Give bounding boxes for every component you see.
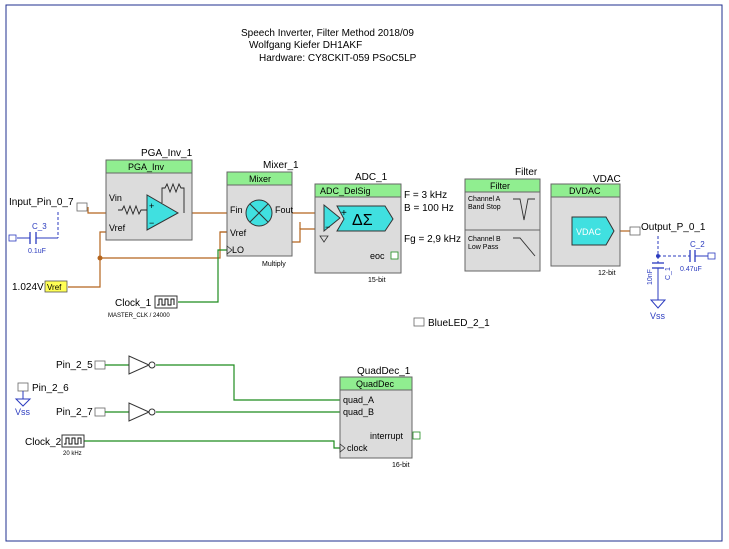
c3-name: C_3: [32, 222, 47, 231]
pga-title: PGA_Inv: [128, 162, 165, 172]
filter-chb-line2: Low Pass: [468, 244, 499, 251]
adc-bits: 15-bit: [368, 277, 386, 284]
c2-terminal: [707, 252, 716, 260]
mixer-instance-name: Mixer_1: [263, 160, 299, 171]
quaddec-instance-name: QuadDec_1: [357, 366, 411, 377]
adc-eoc-label: eoc: [370, 251, 385, 261]
clock-wave-icon: [64, 437, 82, 445]
param-fg: Fg = 2,9 kHz: [404, 234, 461, 245]
quaddec-title: QuadDec: [356, 379, 395, 389]
title-line-1: Speech Inverter, Filter Method 2018/09: [241, 28, 414, 39]
blueled-pin-icon[interactable]: [413, 317, 425, 327]
input-pin-label: Input_Pin_0_7: [9, 197, 74, 208]
dac-icon: [571, 216, 615, 246]
lowpass-icon: [513, 237, 536, 257]
mixer-mode: Multiply: [262, 261, 286, 268]
adc-title: ADC_DelSig: [320, 186, 371, 196]
pga-plus: +: [149, 201, 154, 211]
pga-minus: −: [149, 218, 154, 228]
vdac-inner-label: VDAC: [576, 227, 602, 237]
filter-chb-line1: Channel B: [468, 236, 501, 243]
blueled-label: BlueLED_2_1: [428, 318, 490, 329]
output-pin-icon[interactable]: [629, 226, 641, 236]
resistor-icon: [118, 182, 185, 216]
input-pin-icon[interactable]: [76, 202, 88, 212]
adc-ground-icon: [319, 235, 329, 243]
pga-vref-label: Vref: [109, 223, 126, 233]
filter-cha-line1: Channel A: [468, 196, 501, 203]
pin25-label: Pin_2_5: [56, 360, 93, 371]
vdac-bits: 12-bit: [598, 270, 616, 277]
pin27-label: Pin_2_7: [56, 407, 93, 418]
param-b: B = 100 Hz: [404, 203, 454, 214]
vref-voltage: 1.024V: [12, 282, 44, 293]
filter-cha-line2: Band Stop: [468, 204, 501, 211]
quaddec-qb-label: quad_B: [343, 407, 374, 417]
pin26-icon[interactable]: [17, 382, 29, 392]
bandstop-icon: [513, 198, 535, 221]
mixer-lo-label: LO: [232, 245, 244, 255]
pin26-label: Pin_2_6: [32, 383, 69, 394]
vref-source[interactable]: [44, 280, 68, 293]
filter-instance-name: Filter: [515, 167, 538, 178]
quaddec-clock-label: clock: [347, 443, 368, 453]
filter-block[interactable]: [464, 178, 541, 272]
opamp-icon: [146, 194, 180, 231]
clock-pin-icon: [339, 443, 346, 453]
c1-name: C_1: [665, 267, 672, 280]
quaddec-interrupt-label: interrupt: [370, 431, 404, 441]
pin25-icon[interactable]: [94, 360, 106, 370]
junction-dot: [97, 255, 103, 261]
adc-instance-name: ADC_1: [355, 172, 388, 183]
inverter-icon: [128, 402, 151, 422]
digital-wires: [84, 249, 340, 449]
pga-vin-label: Vin: [109, 193, 122, 203]
title-line-2: Wolfgang Kiefer DH1AKF: [249, 40, 362, 51]
c3-value: 0.1uF: [28, 248, 46, 255]
output-pin-label: Output_P_0_1: [641, 222, 706, 233]
vss-label: Vss: [650, 311, 666, 321]
c1-value: 10nF: [647, 269, 654, 285]
inverter-icon: [128, 355, 151, 375]
adc-plus: +: [341, 208, 347, 219]
c2-name: C_2: [690, 240, 705, 249]
c2-value: 0.47uF: [680, 266, 702, 273]
adc-symbol: ΔΣ: [352, 212, 373, 229]
vss-symbol-2: [14, 398, 32, 407]
param-f: F = 3 kHz: [404, 190, 447, 201]
clock1-label: Clock_1: [115, 298, 152, 309]
vref-source-label: Vref: [47, 283, 62, 292]
vdac-title: DVDAC: [569, 186, 601, 196]
vdac-instance-name: VDAC: [593, 174, 621, 185]
adc-minus: −: [325, 222, 330, 232]
mixer-vref-label: Vref: [230, 228, 247, 238]
clock2-label: Clock_2: [25, 437, 62, 448]
adc-input-icon: [323, 203, 341, 233]
mixer-fin-label: Fin: [230, 205, 243, 215]
clock2-sub: 20 kHz: [63, 451, 82, 457]
mixer-title: Mixer: [249, 174, 271, 184]
vss-label-2: Vss: [15, 407, 31, 417]
clock-wave-icon: [157, 298, 175, 306]
page-frame: [5, 4, 723, 542]
mixer-fout-label: Fout: [275, 205, 294, 215]
pin27-icon[interactable]: [94, 407, 106, 417]
adc-eoc-terminal[interactable]: [390, 251, 399, 260]
quaddec-interrupt-terminal[interactable]: [412, 431, 421, 440]
vss-symbol: [649, 299, 667, 309]
c3-terminal: [8, 234, 17, 242]
quaddec-qa-label: quad_A: [343, 395, 374, 405]
lo-clock-pin-icon: [226, 245, 233, 255]
quaddec-block[interactable]: [339, 376, 413, 459]
clock1-sub: MASTER_CLK / 24000: [108, 313, 170, 319]
quaddec-bits: 16-bit: [392, 462, 410, 469]
filter-title: Filter: [490, 181, 510, 191]
title-line-3: Hardware: CY8CKIT-059 PSoC5LP: [259, 53, 417, 64]
delta-sigma-icon: [336, 205, 394, 232]
pga-instance-name: PGA_Inv_1: [141, 148, 193, 159]
